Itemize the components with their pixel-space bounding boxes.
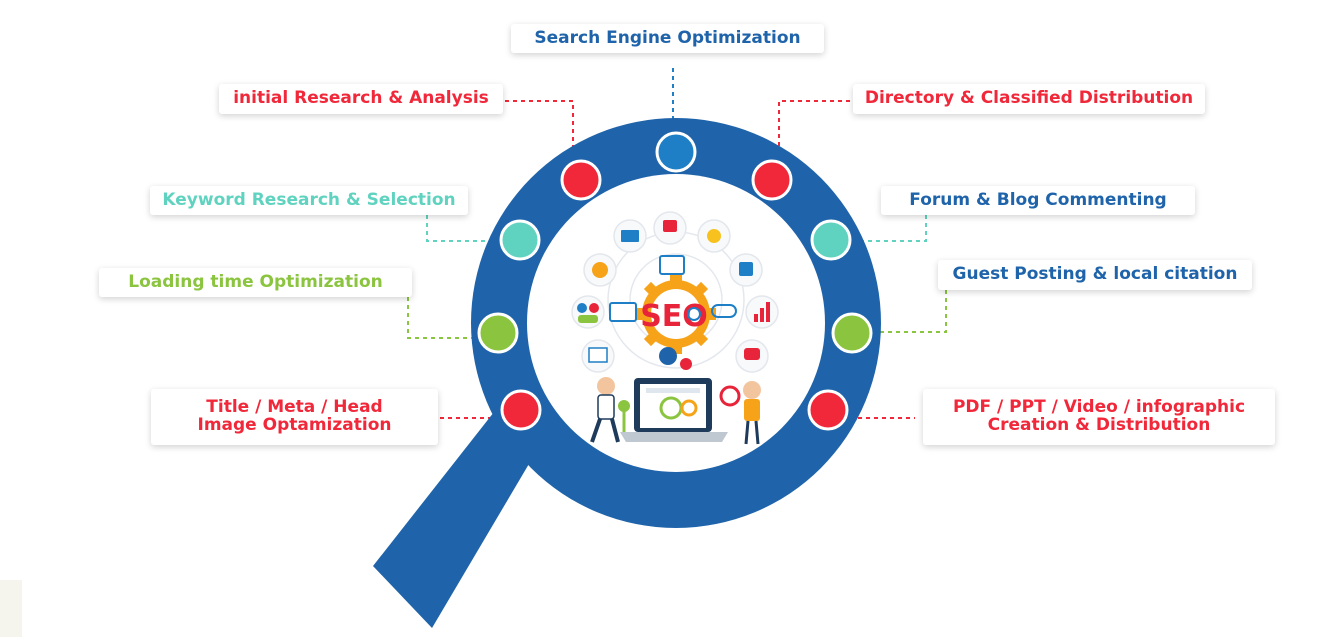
label-forum-blog: Forum & Blog Commenting	[881, 186, 1195, 215]
label-pdf-ppt-line2: Creation & Distribution	[987, 415, 1211, 435]
bulb-icon	[707, 229, 721, 243]
small-gear-icon	[659, 347, 677, 365]
label-keyword-research: Keyword Research & Selection	[150, 186, 468, 215]
connector-guest	[870, 290, 947, 333]
browser-icon	[609, 302, 637, 322]
coin-icon	[592, 262, 608, 278]
node-loading	[477, 312, 519, 354]
node-top	[655, 131, 697, 173]
label-directory-distribution: Directory & Classified Distribution	[853, 84, 1205, 114]
corner-patch	[0, 580, 22, 637]
connector-directory	[778, 100, 850, 160]
label-search-engine-optimization: Search Engine Optimization	[511, 24, 824, 53]
people-icon	[577, 303, 599, 323]
node-forum	[810, 219, 852, 261]
seo-gear-icon	[636, 274, 716, 354]
label-pdf-ppt-line1: PDF / PPT / Video / infographic	[952, 397, 1246, 418]
chat-icon	[744, 348, 760, 360]
businesswoman-figure	[719, 381, 761, 445]
label-loading-time: Loading time Optimization	[99, 268, 412, 297]
sitemap-icon	[621, 230, 639, 242]
seo-center-text: SEO	[640, 299, 708, 334]
chart-icon	[754, 302, 770, 322]
node-guest	[831, 312, 873, 354]
connector-loading	[407, 297, 478, 339]
label-initial-research: initial Research & Analysis	[219, 84, 503, 114]
connector-forum	[855, 215, 927, 242]
connector-keyword	[426, 215, 499, 242]
seo-illustration: SEO	[571, 211, 779, 445]
node-keyword	[499, 219, 541, 261]
node-title	[500, 389, 542, 431]
businessman-figure	[590, 377, 620, 443]
presentation-icon	[588, 347, 608, 363]
web-page-icon	[659, 255, 685, 275]
megaphone-icon	[663, 220, 677, 232]
magnifier-handle	[373, 412, 536, 628]
connector-research	[505, 100, 574, 160]
link-icon	[711, 304, 737, 318]
label-title-meta-line1: Title / Meta / Head	[206, 397, 383, 418]
text-icon	[739, 262, 753, 276]
label-pdf-ppt: PDF / PPT / Video / infographic Creation…	[923, 389, 1275, 445]
label-title-meta-line2: Image Optamization	[197, 415, 392, 435]
laptop-icon	[620, 378, 728, 442]
node-directory	[751, 159, 793, 201]
node-pdf	[807, 389, 849, 431]
label-guest-posting: Guest Posting & local citation	[938, 260, 1252, 290]
node-research	[560, 159, 602, 201]
label-title-meta: Title / Meta / Head Image Optamization	[151, 389, 438, 445]
